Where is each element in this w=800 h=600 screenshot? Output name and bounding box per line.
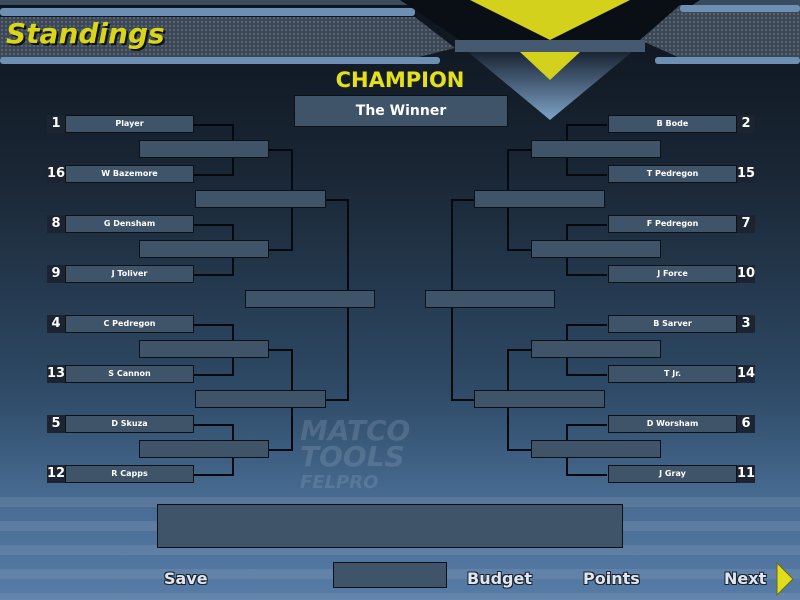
team-slot[interactable]: B Bode [608, 115, 737, 133]
next-label: Next [724, 569, 767, 588]
seed-number: 7 [737, 215, 755, 233]
quarterfinal-slot [195, 390, 326, 408]
team-slot[interactable]: G Densham [65, 215, 194, 233]
bracket-line [268, 449, 292, 451]
save-button[interactable]: Save [164, 569, 208, 588]
seed-number: 16 [47, 165, 66, 183]
seed-number: 5 [47, 415, 65, 433]
team-slot[interactable]: D Skuza [65, 415, 194, 433]
bracket-line [193, 424, 233, 426]
seed-number: 3 [737, 315, 755, 333]
points-button[interactable]: Points [583, 569, 640, 588]
semifinal-slot [425, 290, 555, 308]
team-slot[interactable]: S Cannon [65, 365, 194, 383]
team-slot[interactable]: J Gray [608, 465, 737, 483]
bracket-line [508, 249, 532, 251]
quarterfinal-slot [195, 190, 326, 208]
seed-number: 8 [47, 215, 65, 233]
round2-slot [531, 340, 661, 358]
team-slot[interactable]: J Force [608, 265, 737, 283]
bracket-line [452, 399, 475, 401]
bracket-line [567, 424, 607, 426]
champion-label: CHAMPION [335, 68, 465, 92]
quarterfinal-slot [474, 190, 605, 208]
status-box [333, 562, 447, 588]
bracket-line [567, 124, 607, 126]
bracket-line [567, 174, 607, 176]
bracket-line [193, 324, 233, 326]
team-slot[interactable]: J Toliver [65, 265, 194, 283]
team-slot[interactable]: R Capps [65, 465, 194, 483]
round2-slot [139, 140, 269, 158]
round2-slot [139, 440, 269, 458]
team-slot[interactable]: B Sarver [608, 315, 737, 333]
next-button[interactable]: Next [724, 569, 766, 588]
team-slot[interactable]: Player [65, 115, 194, 133]
bracket-line [508, 449, 532, 451]
round2-slot [531, 240, 661, 258]
bracket-line [508, 349, 532, 351]
seed-number: 10 [737, 265, 756, 283]
bracket-line [193, 124, 233, 126]
bracket-line [193, 474, 233, 476]
team-slot[interactable]: T Jr. [608, 365, 737, 383]
bracket-line [193, 224, 233, 226]
bracket-line [567, 224, 607, 226]
seed-number: 14 [737, 365, 756, 383]
team-slot[interactable]: W Bazemore [65, 165, 194, 183]
seed-number: 12 [47, 465, 66, 483]
bracket-line [268, 149, 292, 151]
next-arrow-icon[interactable] [776, 562, 794, 596]
seed-number: 15 [737, 165, 756, 183]
round2-slot [139, 240, 269, 258]
bracket-line [268, 249, 292, 251]
team-slot[interactable]: C Pedregon [65, 315, 194, 333]
seed-number: 2 [737, 115, 755, 133]
page-title: Standings [6, 17, 165, 50]
budget-button[interactable]: Budget [467, 569, 532, 588]
seed-number: 6 [737, 415, 755, 433]
quarterfinal-slot [474, 390, 605, 408]
seed-number: 1 [47, 115, 65, 133]
bracket-line [268, 349, 292, 351]
bracket-line [325, 399, 348, 401]
seed-number: 9 [47, 265, 65, 283]
seed-number: 11 [737, 465, 756, 483]
bracket-line [193, 174, 233, 176]
bracket-line [452, 199, 475, 201]
header-banner [0, 0, 800, 120]
bracket-line [567, 374, 607, 376]
bracket-line [567, 474, 607, 476]
semifinal-slot [245, 290, 375, 308]
bracket-line [567, 274, 607, 276]
champion-box: The Winner [294, 95, 508, 127]
bracket-line [508, 149, 532, 151]
team-slot[interactable]: T Pedregon [608, 165, 737, 183]
bracket-line [193, 374, 233, 376]
message-box [157, 504, 623, 548]
bracket-line [325, 199, 348, 201]
bracket-line [567, 324, 607, 326]
round2-slot [531, 440, 661, 458]
round2-slot [531, 140, 661, 158]
team-slot[interactable]: F Pedregon [608, 215, 737, 233]
seed-number: 13 [47, 365, 66, 383]
seed-number: 4 [47, 315, 65, 333]
team-slot[interactable]: D Worsham [608, 415, 737, 433]
bracket-line [193, 274, 233, 276]
round2-slot [139, 340, 269, 358]
